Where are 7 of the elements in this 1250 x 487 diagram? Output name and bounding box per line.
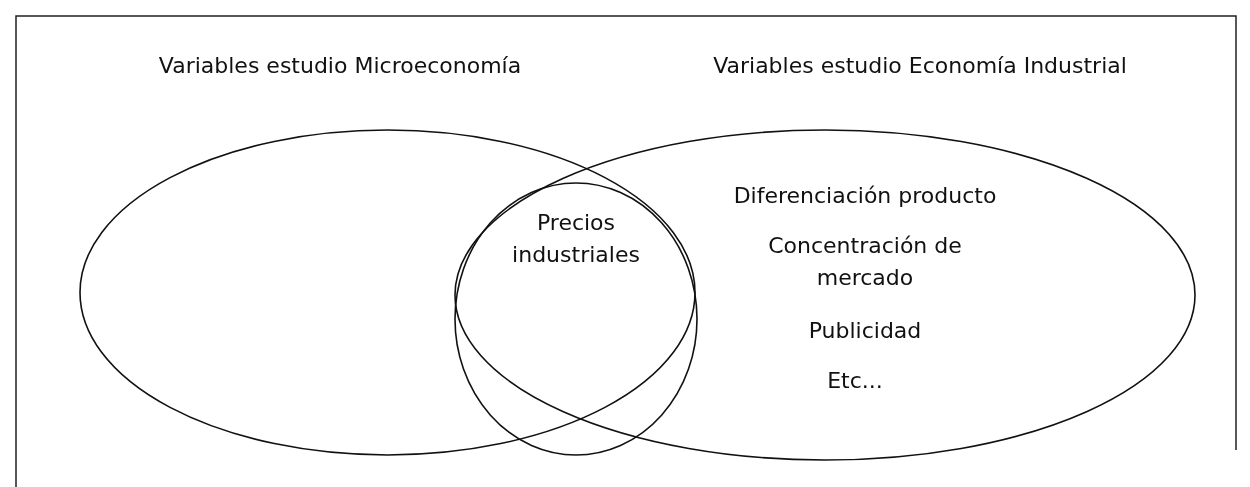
item-text: Publicidad [807, 317, 923, 345]
item-text: Concentración de mercado [767, 232, 963, 292]
heading: Variables estudio Microeconomía [157, 52, 523, 80]
heading: Variables estudio Economía Industrial [712, 52, 1128, 80]
circle-label: Precios industriales [511, 209, 641, 269]
item-text: Etc... [826, 367, 884, 395]
item-text: Diferenciación producto [732, 182, 998, 210]
